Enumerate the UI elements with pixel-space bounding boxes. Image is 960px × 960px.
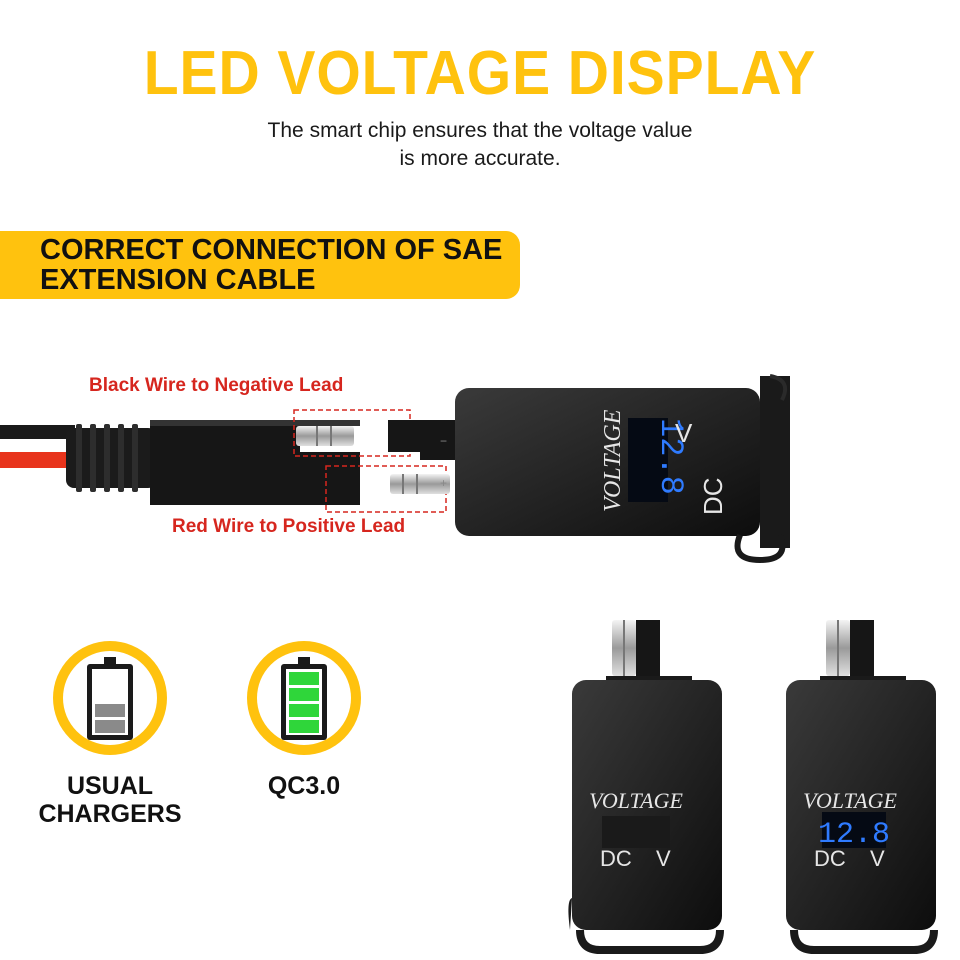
page-title: LED VOLTAGE DISPLAY xyxy=(143,39,817,108)
svg-text:−: − xyxy=(440,434,447,448)
led-screen-on xyxy=(822,812,886,848)
led-reading-on: 12.8 xyxy=(818,818,890,852)
battery-cell xyxy=(289,688,319,701)
battery-cell xyxy=(95,688,125,701)
battery-cell xyxy=(95,672,125,685)
red-wire xyxy=(0,452,75,468)
sae-cable xyxy=(0,420,360,505)
battery-cell xyxy=(289,672,319,685)
unit-v-main: V xyxy=(675,418,693,448)
negative-lead-label: Black Wire to Negative Lead xyxy=(89,375,344,396)
unit-dc-off: DC xyxy=(600,846,632,871)
usual-battery-cells xyxy=(95,672,125,733)
sae-pin-negative xyxy=(296,426,354,446)
battery-cell xyxy=(95,704,125,717)
led-screen-off xyxy=(602,816,670,848)
voltage-module-main: VOLTAGE 12.8 DC V xyxy=(455,374,790,564)
battery-cell xyxy=(289,720,319,733)
subtitle-line-2: is more accurate. xyxy=(399,147,561,170)
positive-guide xyxy=(325,465,447,513)
module-plug: − + xyxy=(388,420,455,494)
usual-charger-icon xyxy=(53,641,167,755)
unit-dc-on: DC xyxy=(814,846,846,871)
usual-chargers-label: USUAL CHARGERS xyxy=(38,772,182,828)
battery-cell xyxy=(289,704,319,717)
module-brand-off: VOLTAGE xyxy=(589,788,683,813)
positive-lead-label: Red Wire to Positive Lead xyxy=(172,516,406,537)
module-brand-on: VOLTAGE xyxy=(803,788,897,813)
unit-dc-main: DC xyxy=(698,477,728,515)
section-banner: CORRECT CONNECTION OF SAE EXTENSION CABL… xyxy=(0,231,520,299)
unit-v-off: V xyxy=(656,846,671,871)
battery-cell xyxy=(95,720,125,733)
qc-battery-cells xyxy=(289,672,319,733)
led-reading-main: 12.8 xyxy=(652,418,689,495)
voltage-module-on: VOLTAGE 12.8 DC V xyxy=(786,620,938,954)
banner-text: CORRECT CONNECTION OF SAE EXTENSION CABL… xyxy=(40,234,503,296)
module-brand-vertical: VOLTAGE xyxy=(600,409,626,512)
qc-charger-icon xyxy=(247,641,361,755)
sae-plug-housing xyxy=(150,420,360,505)
subtitle-line-1: The smart chip ensures that the voltage … xyxy=(267,119,693,142)
page-subtitle: The smart chip ensures that the voltage … xyxy=(0,117,960,173)
unit-v-on: V xyxy=(870,846,885,871)
voltage-module-off: VOLTAGE DC V xyxy=(568,620,724,954)
led-screen xyxy=(628,418,668,502)
sae-pin-positive xyxy=(390,474,450,494)
qc30-label: QC3.0 xyxy=(267,772,341,800)
strain-relief xyxy=(66,424,156,492)
black-wire xyxy=(0,425,75,439)
svg-text:+: + xyxy=(440,476,447,490)
